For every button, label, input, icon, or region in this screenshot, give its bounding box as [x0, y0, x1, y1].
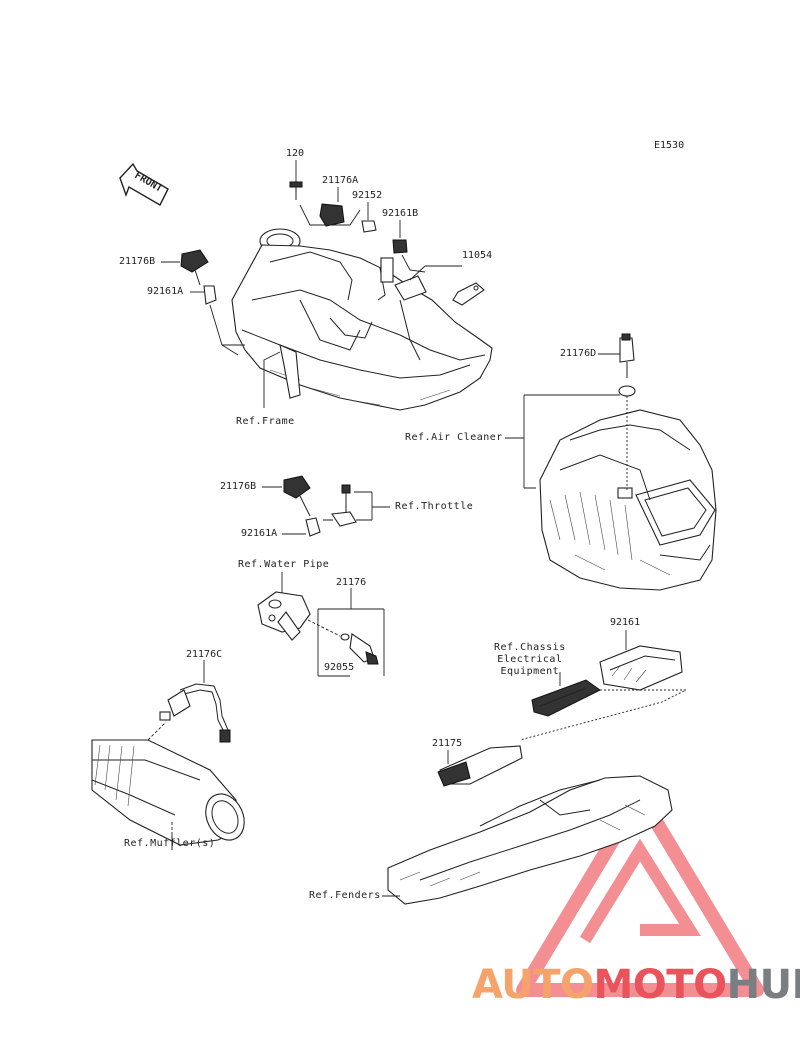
watermark-part-moto: MOTO [593, 962, 728, 1008]
connector-chassis [519, 672, 687, 741]
water-pipe-drawing [257, 572, 341, 641]
sensor-21176B-top [161, 249, 209, 286]
label-21175: 21175 [432, 738, 463, 749]
label-92161A-mid: 92161A [241, 528, 278, 539]
label-92152: 92152 [352, 190, 383, 201]
damper-92161B [392, 220, 426, 273]
label-ref-throttle: Ref.Throttle [395, 501, 474, 512]
label-92161: 92161 [610, 617, 641, 628]
label-92161A-top: 92161A [147, 286, 184, 297]
watermark-part-auto: AUTO [472, 962, 594, 1008]
label-11054: 11054 [462, 250, 493, 261]
label-ref-air-cleaner: Ref.Air Cleaner [405, 432, 503, 443]
bolt-120 [289, 160, 303, 200]
fender-drawing [382, 775, 673, 905]
damper-92161A-top [190, 285, 245, 356]
label-ref-chassis: Ref.Chassis Electrical Equipment [494, 642, 566, 677]
frame-drawing [231, 228, 493, 411]
label-120: 120 [286, 148, 305, 159]
label-ref-water-pipe: Ref.Water Pipe [238, 559, 330, 570]
air-cleaner-drawing [539, 409, 717, 591]
label-21176C: 21176C [186, 649, 223, 660]
bracket-11054 [409, 265, 485, 306]
label-92055: 92055 [324, 662, 355, 673]
holder-92161 [599, 630, 683, 691]
label-92161B: 92161B [382, 208, 419, 219]
label-21176: 21176 [336, 577, 367, 588]
damper-92161A-mid [282, 517, 321, 537]
watermark-text: AUTOMOTOHUB [472, 962, 800, 1008]
label-21176B-mid: 21176B [220, 481, 257, 492]
ref-air-cleaner-bracket [505, 394, 620, 489]
label-ref-fenders: Ref.Fenders [309, 890, 381, 901]
label-21176D: 21176D [560, 348, 597, 359]
label-21176A: 21176A [322, 175, 359, 186]
front-arrow-icon: FRONT [119, 162, 169, 206]
sensor-21176D [598, 333, 636, 397]
watermark-logo-icon [516, 788, 764, 997]
label-ref-frame: Ref.Frame [236, 416, 295, 427]
sensor-21176B-mid [262, 475, 311, 517]
ref-frame-leader [263, 351, 281, 408]
diagram-code: E1530 [654, 140, 685, 151]
sensor-21176C [159, 660, 231, 743]
sensor-21176-group [317, 588, 385, 677]
watermark-part-hub: HUB [726, 962, 800, 1008]
label-21176B-top: 21176B [119, 256, 156, 267]
label-ref-mufflers: Ref.Muffler(s) [124, 838, 216, 849]
muffler-drawing [91, 721, 245, 850]
connector-21175 [437, 745, 523, 787]
collar-92152 [361, 202, 377, 233]
throttle-fittings [323, 484, 390, 527]
sensor-21176A [299, 187, 361, 227]
